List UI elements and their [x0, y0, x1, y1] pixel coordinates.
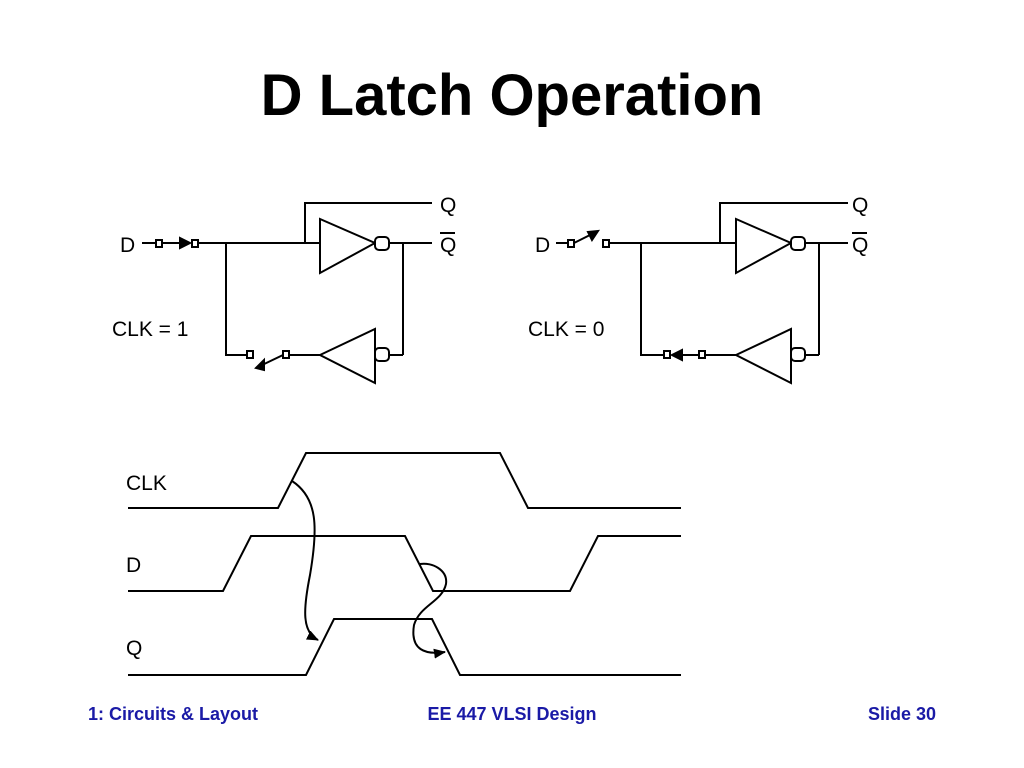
switch-arrow-icon — [254, 357, 265, 372]
feedback-wire-left — [640, 243, 664, 356]
latch-opaque-circuit — [556, 202, 848, 385]
qbar-label-left: Q — [440, 234, 456, 257]
clk-waveform — [128, 452, 681, 509]
inverter-bubble-icon — [374, 236, 390, 251]
switch-terminal-icon — [191, 239, 199, 248]
q-output-wire — [719, 202, 848, 243]
switch-terminal-icon — [567, 239, 575, 248]
switch-terminal-icon — [602, 239, 610, 248]
feedback-wire-left — [225, 243, 247, 356]
timing-label-clk: CLK — [126, 472, 167, 495]
q-waveform — [128, 618, 681, 676]
switch-terminal-icon — [698, 350, 706, 359]
footer-course-topic: 1: Circuits & Layout — [88, 704, 259, 724]
footer-slide-number: Slide 30 — [867, 704, 936, 724]
inverter-icon — [319, 217, 378, 275]
causal-arrow-clk-to-q — [291, 480, 319, 641]
open-switch-arm — [573, 234, 591, 244]
clk-label-right: CLK = 0 — [528, 318, 604, 341]
switch-terminal-icon — [282, 350, 290, 359]
causal-arrow-d-to-q — [412, 562, 448, 659]
inverter-icon — [733, 327, 792, 385]
latch-transparent-circuit — [142, 202, 432, 385]
slide-title: D Latch Operation — [260, 63, 764, 128]
timing-label-d: D — [126, 554, 141, 577]
switch-arrow-icon — [586, 229, 601, 242]
d-waveform — [128, 535, 681, 592]
switch-arrow-icon — [179, 236, 193, 250]
q-label-left: Q — [440, 194, 456, 217]
inverter-bubble-icon — [790, 236, 806, 251]
inverter-icon — [735, 217, 794, 275]
inverter-icon — [317, 327, 376, 385]
d-label-right: D — [535, 234, 550, 257]
switch-arrow-icon — [669, 348, 683, 362]
inverter-bubble-icon — [790, 347, 806, 362]
qbar-label-right: Q — [852, 234, 868, 257]
switch-terminal-icon — [155, 239, 163, 248]
switch-terminal-icon — [246, 350, 254, 359]
q-output-wire — [304, 202, 432, 243]
d-label-left: D — [120, 234, 135, 257]
inverter-bubble-icon — [374, 347, 390, 362]
q-label-right: Q — [852, 194, 868, 217]
timing-label-q: Q — [126, 637, 142, 660]
switch-terminal-icon — [663, 350, 671, 359]
footer-course-name: EE 447 VLSI Design — [427, 704, 597, 724]
clk-label-left: CLK = 1 — [112, 318, 188, 341]
